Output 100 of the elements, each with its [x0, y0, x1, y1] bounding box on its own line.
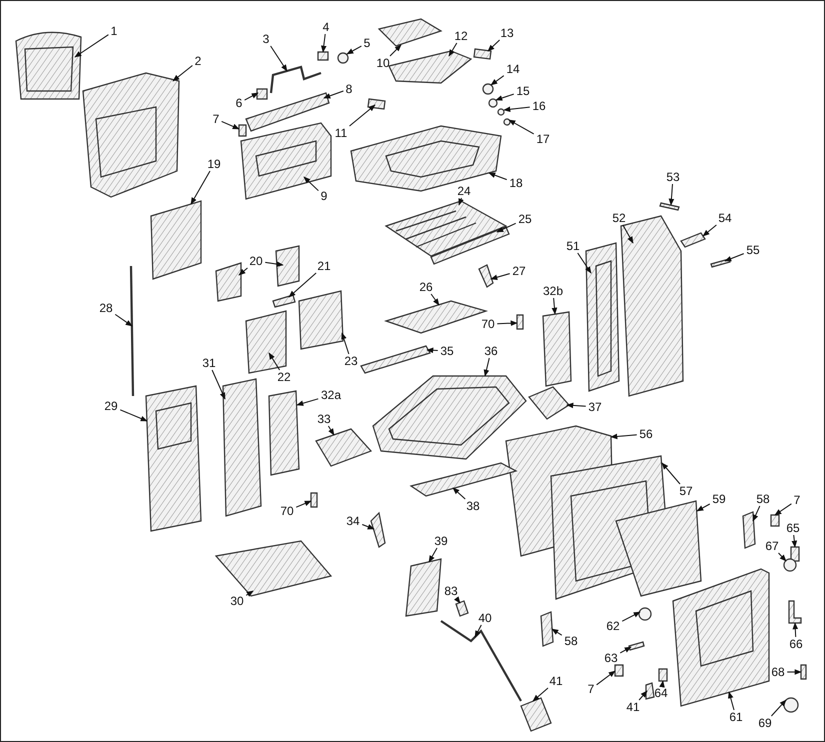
panel-part — [585, 242, 620, 392]
leader-line — [620, 646, 632, 654]
panel-part — [473, 48, 492, 60]
callout-number: 17 — [536, 132, 550, 146]
leader-line — [702, 224, 717, 236]
panel-part — [378, 18, 442, 47]
callout-number: 23 — [344, 354, 358, 368]
callout-number: 31 — [202, 356, 216, 370]
leader-line — [452, 488, 466, 500]
callout-number: 59 — [712, 492, 726, 506]
callout-number: 13 — [500, 26, 514, 40]
callout-number: 35 — [440, 344, 454, 358]
callout-number: 64 — [654, 686, 668, 700]
leader-line — [320, 34, 327, 53]
rod-drawing — [270, 66, 322, 94]
leader-line — [268, 352, 280, 370]
leader-line — [488, 40, 500, 52]
leader-line — [596, 670, 616, 686]
leader-line — [296, 500, 312, 508]
leader-line — [244, 92, 259, 101]
leader-line — [566, 402, 586, 408]
leader-line — [296, 398, 319, 406]
leader-line — [668, 184, 674, 206]
panel-part — [659, 202, 680, 211]
callout-number: 66 — [789, 637, 803, 651]
callout-number: 38 — [466, 499, 480, 513]
panel-part — [790, 546, 800, 562]
callout-number: 7 — [794, 493, 800, 507]
leader-line — [752, 506, 760, 522]
callout-number: 14 — [506, 62, 520, 76]
leader-line — [341, 332, 350, 354]
leader-line — [770, 699, 786, 716]
callout-number: 27 — [512, 264, 526, 278]
panel-part — [800, 664, 807, 680]
callout-number: 32a — [320, 388, 342, 402]
round-part — [503, 118, 511, 126]
leader-line — [778, 552, 786, 562]
callout-number: 21 — [317, 259, 331, 273]
panel-part — [317, 51, 329, 61]
leader-line — [362, 524, 375, 530]
leader-line — [328, 426, 334, 436]
round-part — [337, 52, 349, 64]
callout-number: 70 — [280, 504, 294, 518]
callout-number: 8 — [346, 82, 352, 96]
callout-number: 10 — [376, 56, 390, 70]
panel-part — [215, 262, 242, 302]
callout-number: 16 — [532, 99, 546, 113]
leader-line — [503, 106, 530, 112]
panel-part — [658, 668, 668, 682]
callout-number: 6 — [236, 96, 242, 110]
callout-number: 57 — [679, 484, 693, 498]
callout-number: 4 — [322, 20, 330, 34]
leader-line — [552, 298, 558, 315]
leader-line — [221, 120, 240, 130]
leader-line — [508, 120, 534, 134]
leader-line — [496, 222, 516, 232]
leader-line — [426, 348, 438, 354]
leader-line — [304, 176, 319, 192]
callout-number: 61 — [729, 710, 743, 724]
leader-line — [622, 224, 634, 244]
panel-part — [628, 641, 645, 651]
panel-part — [245, 92, 330, 132]
round-part — [497, 108, 505, 116]
callout-number: 2 — [194, 54, 202, 68]
leader-line — [74, 34, 109, 58]
panel-part — [770, 514, 780, 527]
callout-number: 83 — [444, 584, 458, 598]
callout-number: 1 — [110, 24, 118, 38]
panel-part — [275, 245, 300, 287]
leader-line — [270, 46, 288, 72]
callout-number: 3 — [262, 32, 270, 46]
panel-part — [360, 345, 431, 374]
round-part — [638, 607, 652, 621]
callout-number: 37 — [588, 400, 602, 414]
leader-line — [448, 42, 458, 57]
leader-line — [622, 612, 641, 622]
callout-number: 24 — [457, 184, 471, 198]
callout-number: 19 — [207, 157, 221, 171]
leader-line — [696, 504, 710, 512]
panel-part — [516, 314, 524, 330]
leader-line — [786, 669, 802, 675]
panel-part — [150, 200, 202, 280]
leader-line — [172, 65, 193, 82]
panel-part — [256, 88, 268, 100]
leader-line — [488, 172, 508, 180]
panel-part — [315, 428, 372, 467]
panel-part — [367, 98, 386, 110]
leader-line — [390, 44, 402, 56]
panel-part — [788, 600, 802, 624]
leader-line — [474, 624, 482, 638]
callout-number: 12 — [454, 29, 468, 43]
callout-number: 58 — [756, 492, 770, 506]
round-part — [783, 697, 799, 713]
panel-part — [645, 682, 655, 700]
panel-part — [145, 385, 202, 532]
panel-part — [542, 311, 572, 387]
leader-line — [428, 548, 438, 563]
leader-line — [774, 503, 792, 516]
panel-part — [245, 310, 287, 374]
leader-line — [212, 370, 226, 400]
